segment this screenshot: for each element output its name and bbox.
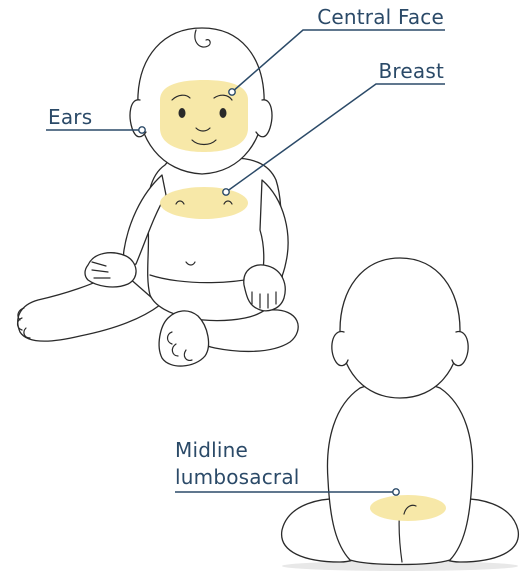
back-view-baby — [282, 258, 519, 571]
midline-label-line2: lumbosacral — [175, 465, 300, 489]
breast-label: Breast — [378, 59, 444, 83]
breast-zone — [160, 187, 248, 219]
ears-label: Ears — [48, 105, 92, 129]
central-face-label: Central Face — [317, 5, 444, 29]
baby-left-eye — [179, 108, 186, 118]
back-baby-head — [340, 258, 460, 398]
baby-front-foot — [159, 311, 208, 366]
lumbosacral-zone — [370, 495, 446, 521]
front-view-baby — [18, 28, 299, 366]
midline-label-line1: Midline — [175, 438, 248, 462]
baby-right-eye — [220, 108, 227, 118]
